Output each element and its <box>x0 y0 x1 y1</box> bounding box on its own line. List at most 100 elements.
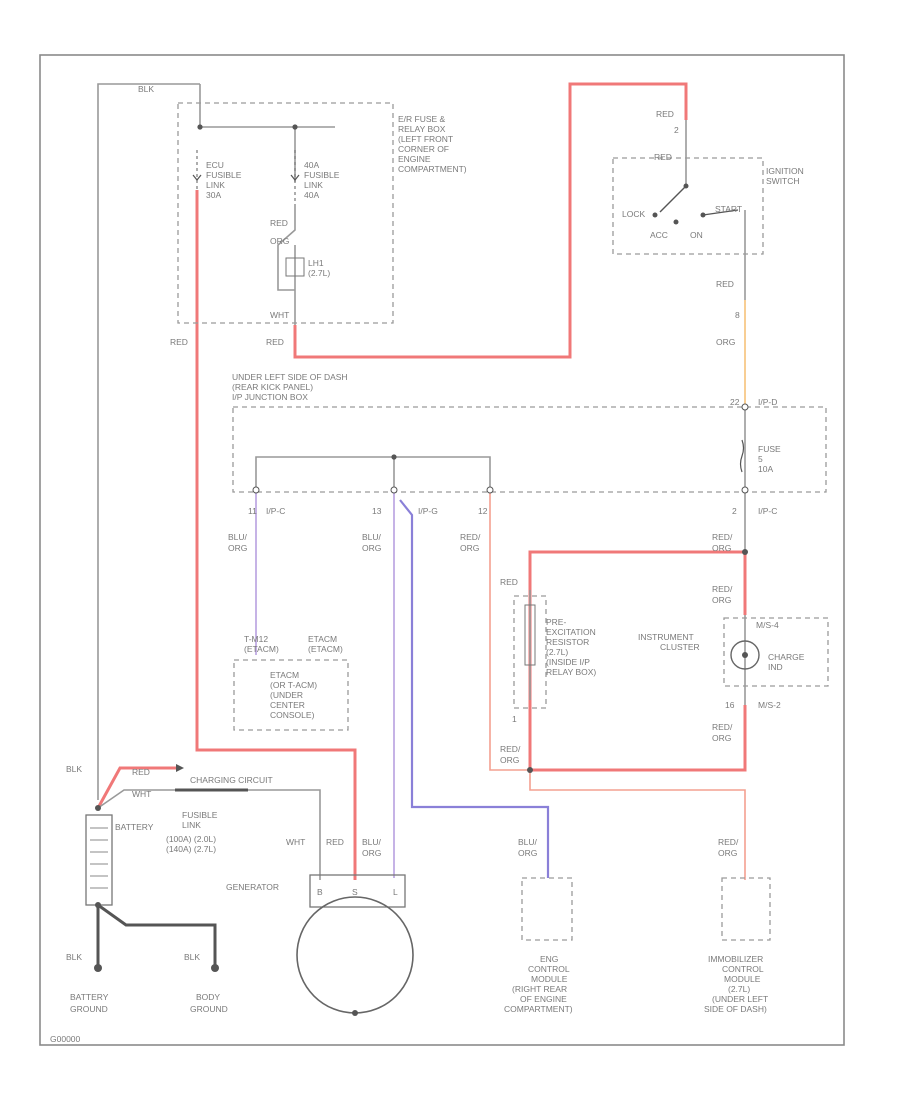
fusible-link-label: LINK <box>304 180 323 190</box>
ecm-label: COMPARTMENT) <box>504 1004 573 1014</box>
fusible-link-battery: FUSIBLE <box>182 810 218 820</box>
wire-label: RED/ <box>712 722 733 732</box>
resistor-label: PRE- <box>546 617 566 627</box>
fusible-link-label: 40A <box>304 190 319 200</box>
wire-blu-ecm <box>399 499 550 878</box>
fuse-box-title: CORNER OF <box>398 144 449 154</box>
ignition-position: ON <box>690 230 703 240</box>
wire-label: ORG <box>270 236 289 246</box>
ground-label: BODY <box>196 992 220 1002</box>
diagram-frame <box>39 54 845 1046</box>
etacm-label: (OR T-ACM) <box>270 680 317 690</box>
generator-symbol <box>296 874 414 1016</box>
fusible-link-battery: (100A) (2.0L) <box>166 834 216 844</box>
ground-label: BATTERY <box>70 992 109 1002</box>
wire-label: RED <box>132 767 150 777</box>
charge-lamp-label: CHARGE <box>768 652 805 662</box>
fuse-5-symbol <box>739 439 745 473</box>
wire-label: I/P-C <box>266 506 285 516</box>
immobilizer-label: IMMOBILIZER <box>708 954 763 964</box>
cluster-label: CLUSTER <box>660 642 700 652</box>
ignition-switch-symbol <box>652 183 739 225</box>
wire-label: M/S-2 <box>758 700 781 710</box>
wire-label: 22 <box>730 397 740 407</box>
fuse-box-title: (LEFT FRONT <box>398 134 453 144</box>
wire-battery-wht <box>97 789 321 880</box>
labels: BLK RED RED RED ORG WHT RED 2 RED RED 8 … <box>66 84 805 1014</box>
wire-label: 11 <box>248 506 257 516</box>
generator-label: GENERATOR <box>226 882 279 892</box>
junction-box-title: UNDER LEFT SIDE OF DASH <box>232 372 348 382</box>
wire-rdo-immobilizer <box>529 770 746 880</box>
wire-label: RED <box>656 109 674 119</box>
wire-label: BLU/ <box>362 837 382 847</box>
wire-label: RED/ <box>718 837 739 847</box>
wire-label: RED <box>654 152 672 162</box>
etacm-label: CENTER <box>270 700 305 710</box>
splice-nodes <box>95 124 749 908</box>
wire-label: BLK <box>66 952 82 962</box>
relay-label: LH1 <box>308 258 324 268</box>
wire-label: ORG <box>712 595 731 605</box>
wire-label: RED/ <box>460 532 481 542</box>
wire-label: ORG <box>460 543 479 553</box>
fusible-link-label: 40A <box>304 160 319 170</box>
wire-label: 16 <box>725 700 735 710</box>
charging-circuit-label: CHARGING CIRCUIT <box>190 775 273 785</box>
fuse-relay-box <box>177 102 394 324</box>
wire-label: RED <box>266 337 284 347</box>
battery-label: BATTERY <box>115 822 154 832</box>
fuse-label: 10A <box>758 464 773 474</box>
wire-label: 8 <box>735 310 740 320</box>
ecm-label: CONTROL <box>528 964 570 974</box>
etacm-pin-label: ETACM <box>308 634 337 644</box>
relay-label: (2.7L) <box>308 268 330 278</box>
wire-label: ORG <box>362 543 381 553</box>
wire-label: 1 <box>512 714 517 724</box>
fusible-link-label: ECU <box>206 160 224 170</box>
fusible-link-battery: (140A) (2.7L) <box>166 844 216 854</box>
etacm-box <box>233 659 349 731</box>
wire-label: RED <box>170 337 188 347</box>
wire-label: BLU/ <box>362 532 382 542</box>
wire-battery-red <box>96 766 180 809</box>
wire-label: RED/ <box>500 744 521 754</box>
ignition-position: LOCK <box>622 209 645 219</box>
etacm-label: (UNDER <box>270 690 303 700</box>
wire-red-generator <box>195 190 357 880</box>
wire-junction-bus <box>255 456 491 490</box>
etacm-label: ETACM <box>270 670 299 680</box>
resistor-label: RELAY BOX) <box>546 667 596 677</box>
charge-lamp-label: IND <box>768 662 783 672</box>
fuse-box-title: ENGINE <box>398 154 431 164</box>
junction-box-title: (REAR KICK PANEL) <box>232 382 313 392</box>
relay-coil-symbol <box>285 257 305 277</box>
immobilizer-label: MODULE <box>724 974 761 984</box>
ignition-title: IGNITION <box>766 166 804 176</box>
ground-label: GROUND <box>190 1004 228 1014</box>
wire-label: I/P-C <box>758 506 777 516</box>
wire-red-ignition <box>293 82 688 359</box>
immobilizer-label: CONTROL <box>722 964 764 974</box>
wire-label: BLU/ <box>518 837 538 847</box>
wire-relay-coil <box>277 205 296 291</box>
resistor-label: (2.7L) <box>546 647 568 657</box>
ignition-title: SWITCH <box>766 176 800 186</box>
ignition-position: START <box>715 204 742 214</box>
wire-label: ORG <box>228 543 247 553</box>
wire-label: RED/ <box>712 584 733 594</box>
wire-label: RED <box>500 577 518 587</box>
wire-label: ORG <box>362 848 381 858</box>
resistor-label: EXCITATION <box>546 627 596 637</box>
fusible-link-label: LINK <box>206 180 225 190</box>
body-ground-symbol <box>211 964 219 972</box>
wire-body-ground <box>97 903 217 968</box>
wire-label: WHT <box>286 837 305 847</box>
ecm-box <box>521 877 573 941</box>
fuse-box-title: RELAY BOX <box>398 124 446 134</box>
ignition-position: ACC <box>650 230 668 240</box>
resistor-label: (INSIDE I/P <box>546 657 590 667</box>
wire-label: RED/ <box>712 532 733 542</box>
ecm-label: (RIGHT REAR <box>512 984 567 994</box>
